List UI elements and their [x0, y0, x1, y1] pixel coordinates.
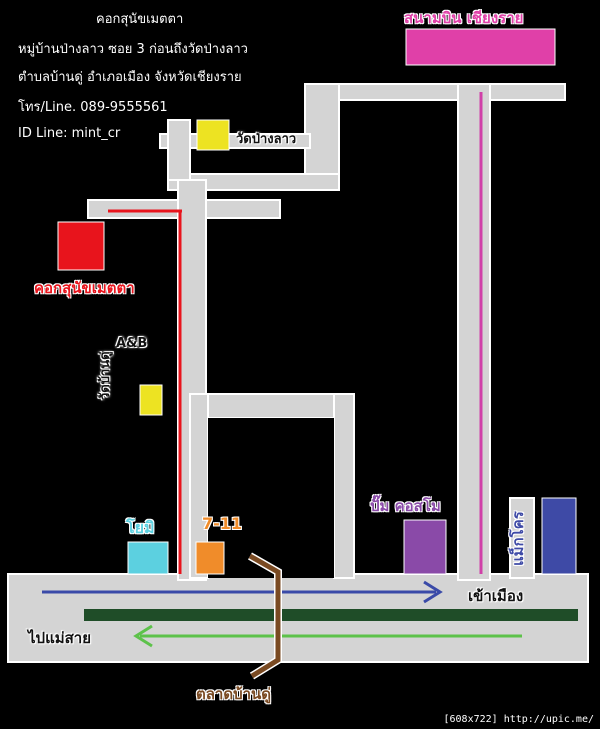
- makro-marker: [541, 497, 577, 575]
- to-city-label: เข้าเมือง: [468, 587, 524, 605]
- road-airport-horizontal: [304, 83, 566, 101]
- info-address-line2: ตำบลบ้านดู่ อำเภอเมือง จังหวัดเชียงราย: [18, 70, 242, 85]
- info-address-line1: หมู่บ้านป่างลาว ซอย 3 ก่อนถึงวัดป่างลาว: [18, 42, 248, 57]
- info-phone: โทร/Line. 089-9555561: [18, 100, 168, 115]
- airport-label: สนามบิน เชียงราย: [404, 9, 524, 27]
- road-cul-de-sac: [509, 497, 535, 579]
- temple-pang-lao-label: วัดป่างลาว: [236, 132, 297, 147]
- road-loop-top: [189, 393, 353, 419]
- kennel-label: คอกสุนัขเมตตา: [34, 279, 135, 297]
- gas-station-marker: [403, 519, 447, 575]
- road-mid-horizontal: [167, 173, 340, 191]
- gas-station-label: ปั๊ม คอสโม: [370, 497, 441, 515]
- temple-ban-du-marker: [139, 384, 163, 416]
- to-mae-sai-label: ไปแม่สาย: [28, 629, 91, 647]
- info-line-id: ID Line: mint_cr: [18, 126, 121, 141]
- temple-pang-lao-marker: [196, 119, 230, 151]
- ab-shop-label: A&B: [116, 336, 148, 351]
- kennel-marker: [57, 221, 105, 271]
- arrow-to-city-head: [423, 580, 443, 604]
- road-airport-vertical: [457, 83, 491, 581]
- ab-shop-marker: [148, 308, 164, 336]
- road-loop-right: [333, 393, 355, 579]
- yomi-label: โยมิ: [126, 518, 155, 537]
- market-road-inner: [248, 553, 281, 679]
- makro-label: แม็กโคร: [509, 511, 527, 566]
- arrow-to-mae-sai-head: [133, 624, 153, 648]
- road-network: [7, 83, 589, 663]
- seven-eleven-label: 7-11: [202, 514, 243, 533]
- yomi-marker: [127, 541, 169, 575]
- credit-watermark: [608x722] http://upic.me/: [443, 714, 594, 725]
- road-top-vertical: [167, 119, 191, 181]
- market-label: ตลาดบ้านดู่: [196, 685, 272, 703]
- airport-marker: [405, 28, 556, 66]
- highway-median: [84, 609, 578, 621]
- temple-ban-du-label: วัดบ้านดู่: [98, 351, 113, 400]
- seven-eleven-marker: [195, 541, 225, 575]
- info-title: คอกสุนัขเมตตา: [96, 12, 184, 27]
